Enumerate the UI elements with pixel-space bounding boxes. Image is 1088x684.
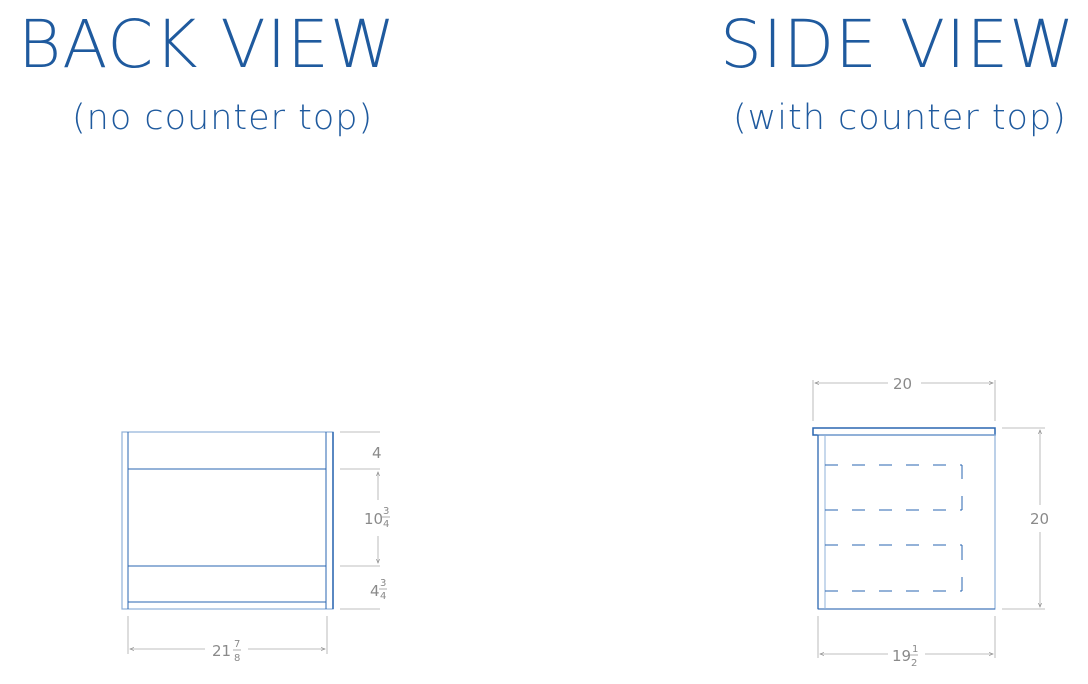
dim-bottom-rail: 4 3 4 — [370, 578, 387, 602]
svg-text:7: 7 — [234, 639, 240, 650]
svg-text:10: 10 — [364, 510, 383, 528]
counter-top — [812, 427, 996, 436]
side-view-subtitle: (with counter top) — [733, 98, 1067, 138]
svg-text:19: 19 — [892, 647, 911, 665]
back-frame — [121, 431, 334, 610]
back-view-dimensions — [127, 431, 380, 654]
dim-height: 20 — [1030, 510, 1049, 528]
svg-text:2: 2 — [911, 658, 917, 669]
svg-text:4: 4 — [383, 519, 389, 530]
svg-text:8: 8 — [234, 653, 240, 664]
back-view-title: BACK VIEW — [18, 6, 397, 83]
dim-bottom-width: 19 1 2 — [892, 644, 918, 669]
svg-text:3: 3 — [380, 578, 386, 589]
side-view-dimensions — [812, 380, 1045, 658]
svg-text:3: 3 — [383, 506, 389, 517]
hidden-drawer-lines — [825, 464, 962, 592]
side-body — [817, 434, 996, 610]
svg-text:4: 4 — [380, 591, 386, 602]
back-view-subtitle: (no counter top) — [72, 98, 374, 138]
svg-text:1: 1 — [912, 644, 918, 655]
svg-text:21: 21 — [212, 642, 231, 660]
svg-text:4: 4 — [370, 582, 380, 600]
dim-top-rail: 4 — [372, 444, 382, 462]
back-view-drawing — [121, 431, 334, 610]
dim-width: 21 7 8 — [212, 639, 241, 664]
side-view-drawing — [812, 427, 996, 610]
side-view-title: SIDE VIEW — [720, 6, 1076, 83]
dim-top-width: 20 — [893, 375, 912, 393]
dim-middle: 10 3 4 — [364, 506, 390, 530]
